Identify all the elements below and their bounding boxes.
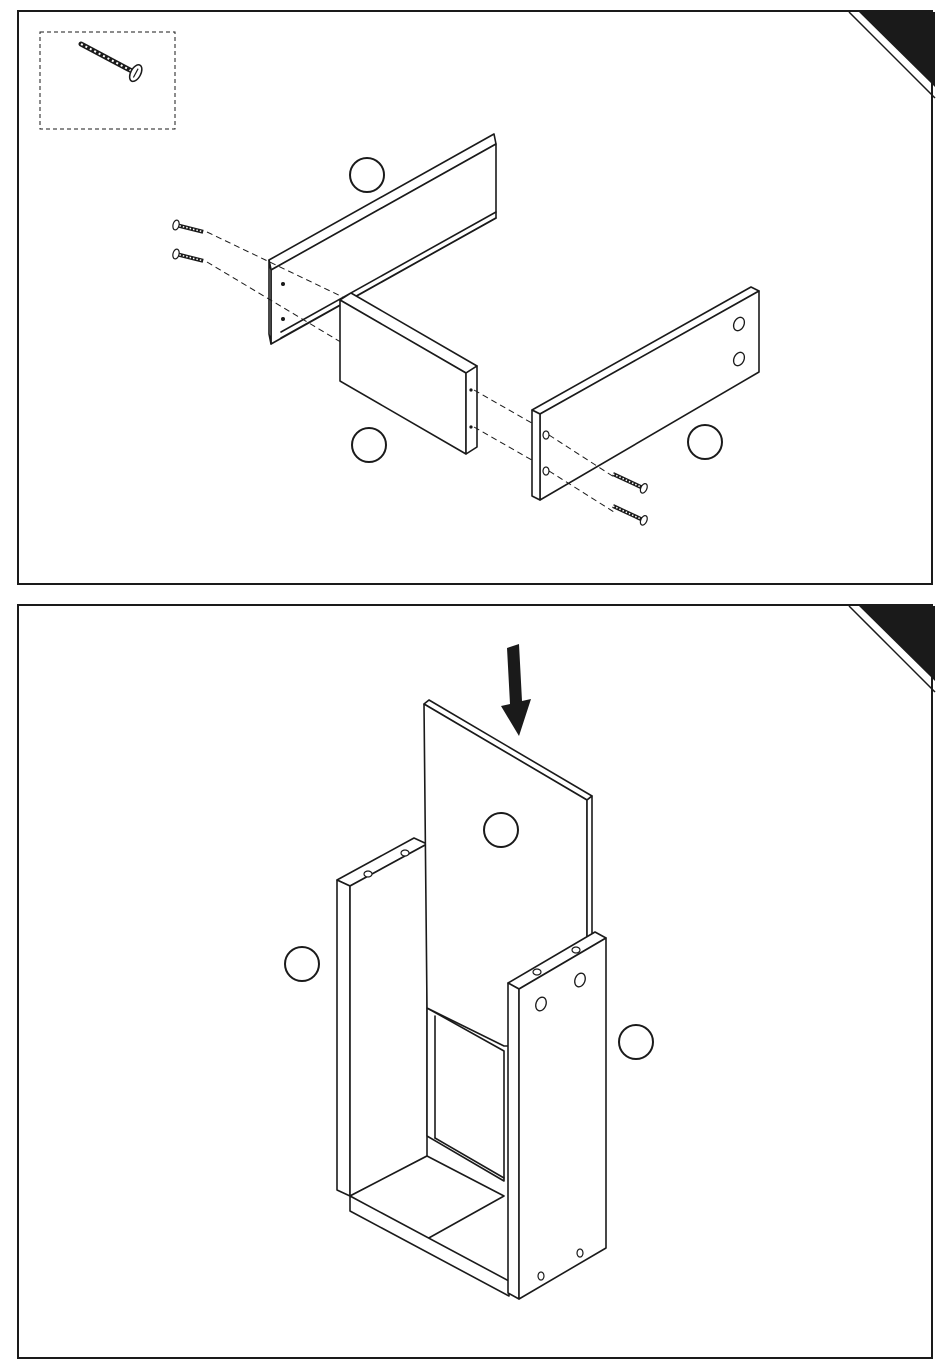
right-side-panel [508,932,606,1299]
callout-circle-1 [350,158,384,192]
step-1-panel [17,10,933,585]
side-board [532,287,759,500]
screw-right-1 [611,469,649,494]
callout-circle-3 [688,425,722,459]
left-side-panel [337,838,427,1196]
callout-circle-5 [285,947,319,981]
step-1-corner-tab [849,12,935,98]
screw-left-2 [172,248,204,265]
down-arrow-icon [501,644,531,736]
step-2-illustration [19,606,935,1361]
step-1-illustration [19,12,935,587]
callout-circle-4 [484,813,518,847]
screw-icon [77,36,145,83]
screw-right-2 [611,501,649,526]
screw-left-1 [172,219,204,236]
callout-circle-2 [352,428,386,462]
step-2-panel [17,604,933,1359]
callout-circle-6 [619,1025,653,1059]
parts-box [40,32,175,129]
step-2-corner-tab [849,606,935,692]
